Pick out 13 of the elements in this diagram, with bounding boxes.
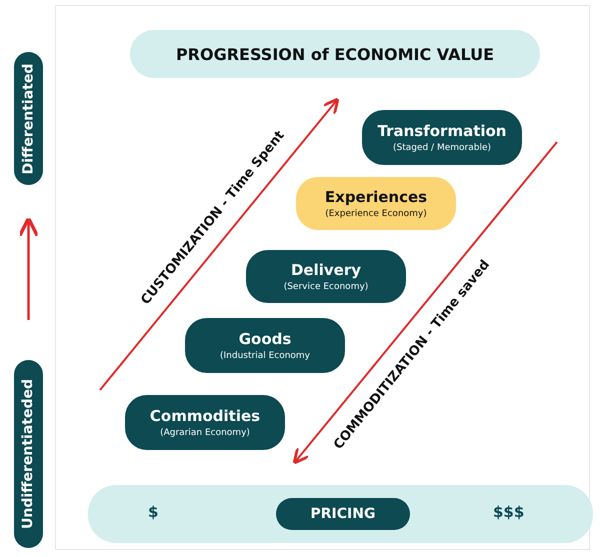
axis-label-pill: Differentiated xyxy=(14,52,43,185)
pricing-label: PRICING xyxy=(276,498,410,530)
stage-box: Transformation (Staged / Memorable) xyxy=(362,110,522,165)
stage-box: Experiences (Experience Economy) xyxy=(296,177,456,230)
stage-box: Commodities (Agrarian Economy) xyxy=(125,395,285,450)
title-banner: PROGRESSION of ECONOMIC VALUE xyxy=(130,30,540,78)
stage-box: Delivery (Service Economy) xyxy=(246,250,406,303)
price-symbol: $ xyxy=(148,503,158,521)
axis-label-pill: Undifferentiateded xyxy=(14,360,43,548)
stage-box: Goods (Industrial Economy xyxy=(185,318,345,373)
pricing-band xyxy=(88,485,593,543)
arrow xyxy=(18,216,39,320)
price-symbol: $$$ xyxy=(493,503,524,521)
